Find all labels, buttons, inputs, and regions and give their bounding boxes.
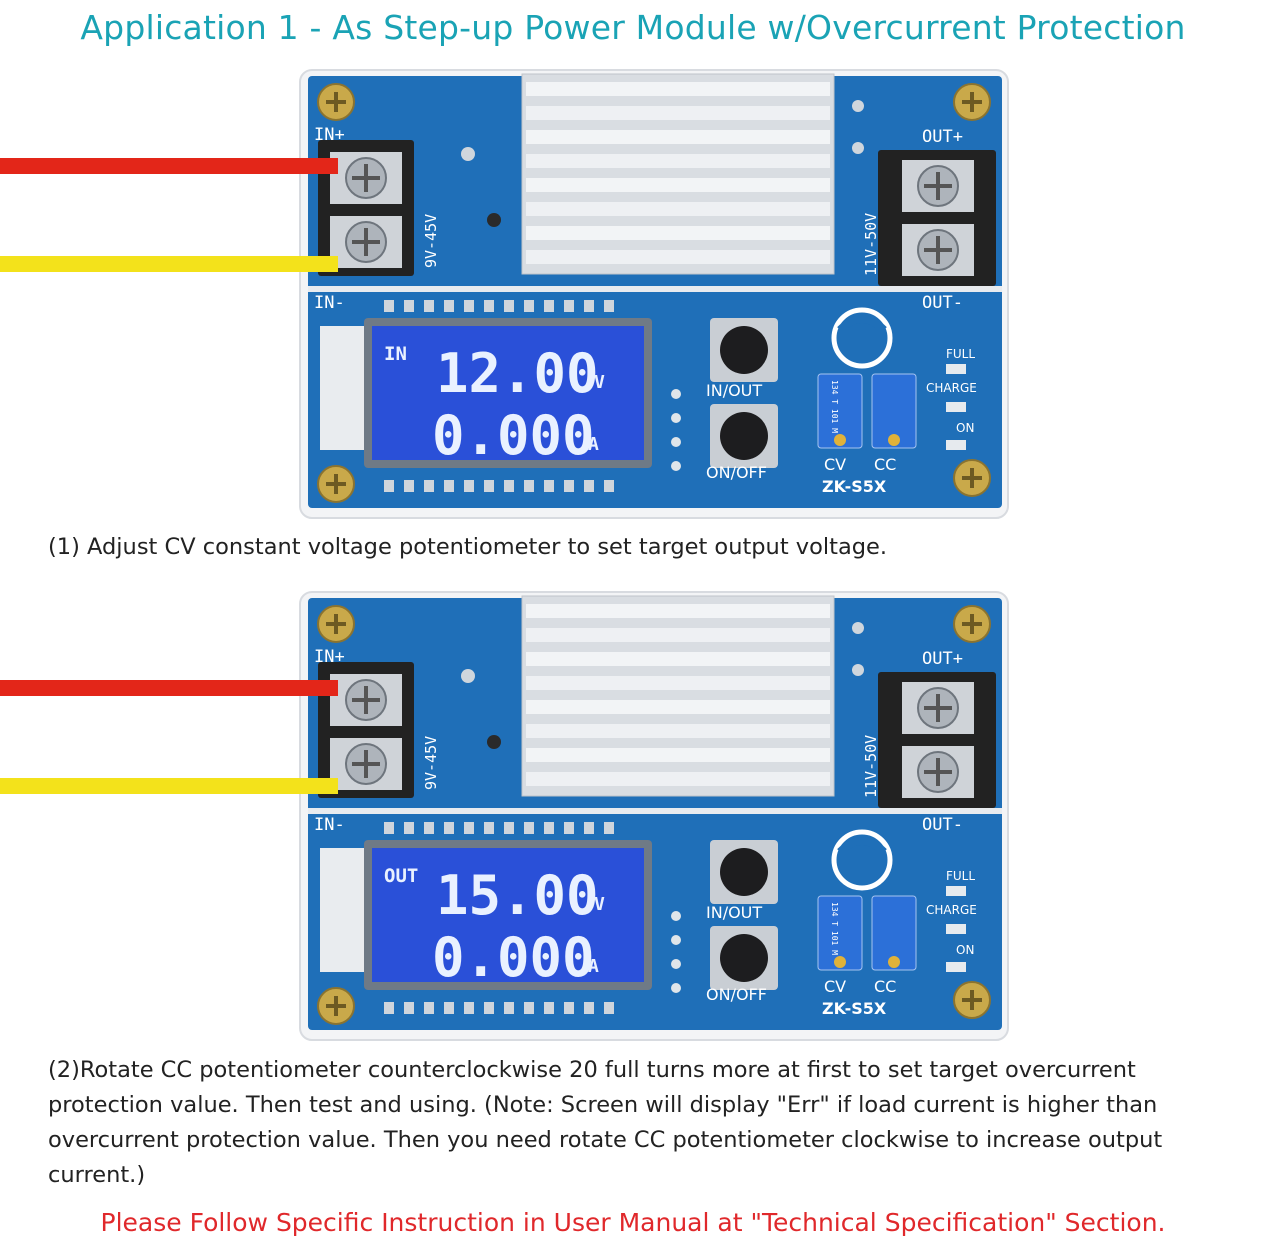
in-out-button <box>710 318 778 382</box>
page-title: Application 1 - As Step-up Power Module … <box>80 8 1186 47</box>
out-plus-label: OUT+ <box>922 127 963 147</box>
led-on-icon <box>946 440 966 450</box>
on-off-button <box>710 926 778 990</box>
screw-icon <box>953 981 991 1019</box>
screw-icon <box>953 83 991 121</box>
lcd-mode: OUT <box>384 865 418 887</box>
cv-label: CV <box>824 977 846 996</box>
heatsink <box>521 595 835 797</box>
in-out-label: IN/OUT <box>706 903 762 922</box>
model-label: ZK-S5X <box>822 477 887 496</box>
model-label: ZK-S5X <box>822 999 887 1018</box>
cc-label: CC <box>874 977 896 996</box>
in-out-button <box>710 840 778 904</box>
yellow-wire <box>0 778 338 794</box>
output-range-label: 11V-50V <box>862 213 880 276</box>
lcd-screen <box>372 326 644 460</box>
lcd-current: 0.000 <box>432 404 595 467</box>
out-minus-label: OUT- <box>922 815 963 835</box>
lcd-pins <box>384 300 614 492</box>
cv-potentiometer <box>817 373 863 449</box>
lcd-mode: IN <box>384 343 407 365</box>
red-wire <box>0 158 338 174</box>
brand-logo-icon <box>831 829 893 891</box>
lcd-screen <box>372 848 644 982</box>
lcd-pins <box>384 822 614 1014</box>
cc-label: CC <box>874 455 896 474</box>
led-on-label: ON <box>956 421 974 435</box>
lcd-unit-v: V <box>594 372 605 393</box>
led-full-label: FULL <box>946 869 975 883</box>
pot-code-label: 134 T 101 M <box>830 902 839 955</box>
heatsink <box>521 73 835 275</box>
power-module-photo-2: IN+ IN- OUT+ OUT- 9V-45V 11V-50V OUT 15.… <box>0 590 1266 1042</box>
lcd-voltage: 12.00 <box>436 342 599 405</box>
screw-icon <box>317 605 355 643</box>
in-minus-label: IN- <box>314 293 345 313</box>
screw-icon <box>317 465 355 503</box>
led-full-icon <box>946 364 966 374</box>
yellow-wire <box>0 256 338 272</box>
pot-code-label: 134 T 101 M <box>830 380 839 433</box>
output-terminal-block <box>878 672 996 808</box>
power-module-photo-1: IN+ IN- OUT+ OUT- 9V-45V 11V-50V IN 12.0… <box>0 68 1266 520</box>
in-plus-label: IN+ <box>314 647 345 667</box>
led-charge-icon <box>946 924 966 934</box>
red-wire <box>0 680 338 696</box>
step-1-caption: (1) Adjust CV constant voltage potentiom… <box>48 534 888 560</box>
cv-label: CV <box>824 455 846 474</box>
led-full-icon <box>946 886 966 896</box>
led-charge-label: CHARGE <box>926 903 977 917</box>
led-full-label: FULL <box>946 347 975 361</box>
lcd-current: 0.000 <box>432 926 595 989</box>
led-charge-label: CHARGE <box>926 381 977 395</box>
in-minus-label: IN- <box>314 815 345 835</box>
input-terminal-block <box>318 662 414 798</box>
screw-icon <box>317 83 355 121</box>
input-range-label: 9V-45V <box>422 736 440 790</box>
cv-potentiometer <box>817 895 863 971</box>
on-off-label: ON/OFF <box>706 985 767 1004</box>
input-terminal-block <box>318 140 414 276</box>
led-charge-icon <box>946 402 966 412</box>
on-off-button <box>710 404 778 468</box>
input-range-label: 9V-45V <box>422 214 440 268</box>
footer-notice: Please Follow Specific Instruction in Us… <box>100 1208 1166 1237</box>
lcd-unit-a: A <box>588 956 599 977</box>
output-range-label: 11V-50V <box>862 735 880 798</box>
out-minus-label: OUT- <box>922 293 963 313</box>
step-2-caption: (2)Rotate CC potentiometer counterclockw… <box>48 1057 1163 1188</box>
screw-icon <box>953 459 991 497</box>
lcd-unit-a: A <box>588 434 599 455</box>
screw-icon <box>953 605 991 643</box>
cc-potentiometer <box>871 895 917 971</box>
in-out-label: IN/OUT <box>706 381 762 400</box>
led-on-icon <box>946 962 966 972</box>
cc-potentiometer <box>871 373 917 449</box>
in-plus-label: IN+ <box>314 125 345 145</box>
lcd-voltage: 15.00 <box>436 864 599 927</box>
brand-logo-icon <box>831 307 893 369</box>
screw-icon <box>317 987 355 1025</box>
out-plus-label: OUT+ <box>922 649 963 669</box>
led-on-label: ON <box>956 943 974 957</box>
output-terminal-block <box>878 150 996 286</box>
lcd-unit-v: V <box>594 894 605 915</box>
on-off-label: ON/OFF <box>706 463 767 482</box>
